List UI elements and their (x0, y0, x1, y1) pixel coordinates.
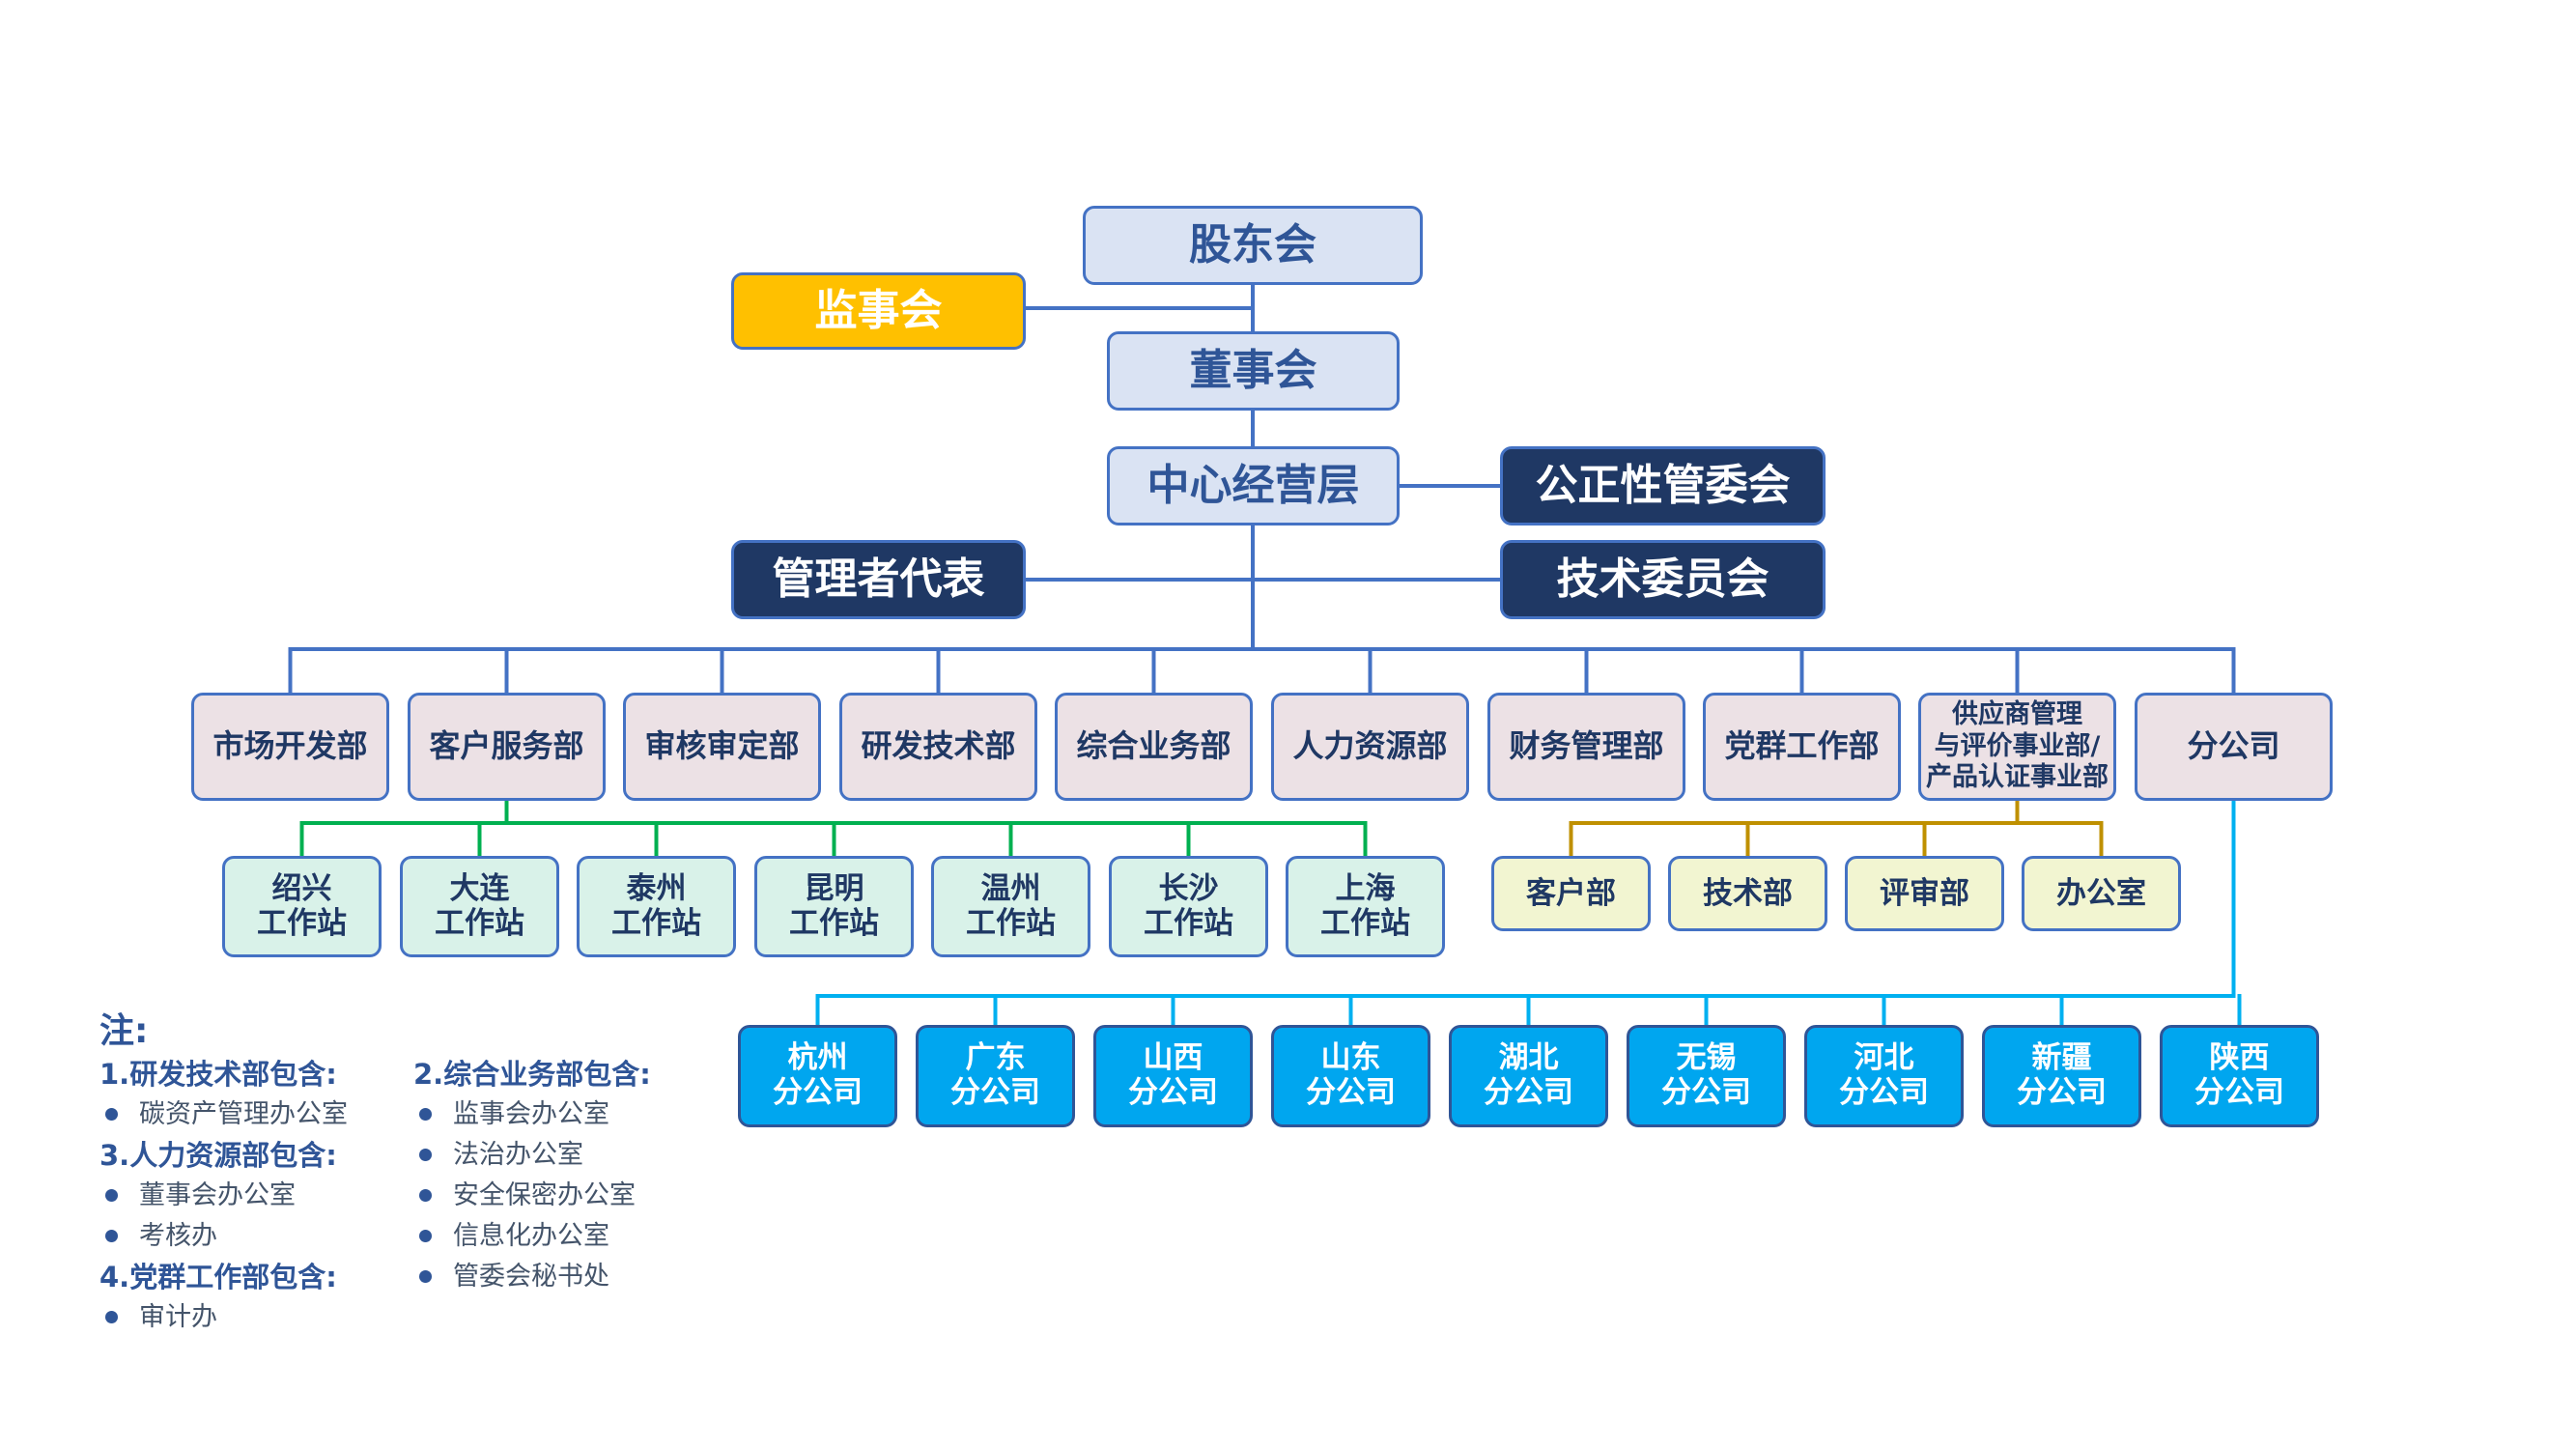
notes-title: 注: (99, 1011, 149, 1051)
bullet-icon (105, 1229, 118, 1242)
note-item: 管委会秘书处 (413, 1257, 651, 1297)
bullet-icon (105, 1107, 118, 1121)
department-box[interactable]: 客户服务部 (408, 693, 606, 801)
branch-box[interactable]: 无锡分公司 (1627, 1025, 1786, 1127)
management-representative-box[interactable]: 管理者代表 (731, 540, 1026, 619)
branch-box[interactable]: 陕西分公司 (2160, 1025, 2319, 1127)
department-box[interactable]: 审核审定部 (623, 693, 821, 801)
department-box[interactable]: 财务管理部 (1487, 693, 1685, 801)
note-heading: 2.综合业务部包含: (413, 1058, 651, 1091)
station-box[interactable]: 温州工作站 (931, 856, 1090, 957)
bullet-icon (419, 1269, 432, 1283)
branch-box[interactable]: 新疆分公司 (1982, 1025, 2141, 1127)
note-item: 信息化办公室 (413, 1216, 651, 1257)
note-heading: 1.研发技术部包含: (99, 1058, 337, 1091)
branch-box[interactable]: 河北分公司 (1804, 1025, 1964, 1127)
technical-committee-box[interactable]: 技术委员会 (1500, 540, 1826, 619)
department-box[interactable]: 分公司 (2135, 693, 2333, 801)
station-box[interactable]: 绍兴工作站 (222, 856, 382, 957)
department-box[interactable]: 市场开发部 (191, 693, 389, 801)
bullet-icon (105, 1310, 118, 1323)
supplier-unit-box[interactable]: 评审部 (1845, 856, 2004, 931)
station-box[interactable]: 泰州工作站 (577, 856, 736, 957)
department-box[interactable]: 研发技术部 (839, 693, 1037, 801)
branch-box[interactable]: 湖北分公司 (1449, 1025, 1608, 1127)
bullet-icon (419, 1188, 432, 1202)
department-box[interactable]: 综合业务部 (1055, 693, 1253, 801)
note-item: 法治办公室 (413, 1135, 651, 1176)
notes-column-left: 1.研发技术部包含: 碳资产管理办公室 3.人力资源部包含: 董事会办公室 考核… (99, 1054, 348, 1338)
board-box[interactable]: 董事会 (1107, 331, 1400, 411)
branch-box[interactable]: 山西分公司 (1093, 1025, 1253, 1127)
bullet-icon (419, 1107, 432, 1121)
notes-column-right: 2.综合业务部包含: 监事会办公室 法治办公室 安全保密办公室 信息化办公室 管… (413, 1054, 651, 1297)
department-box[interactable]: 人力资源部 (1271, 693, 1469, 801)
branch-box[interactable]: 广东分公司 (916, 1025, 1075, 1127)
note-heading: 4.党群工作部包含: (99, 1261, 337, 1293)
department-box[interactable]: 党群工作部 (1703, 693, 1901, 801)
note-item: 审计办 (99, 1297, 348, 1338)
supplier-unit-box[interactable]: 技术部 (1668, 856, 1827, 931)
department-box[interactable]: 供应商管理与评价事业部/产品认证事业部 (1918, 693, 2116, 801)
station-box[interactable]: 昆明工作站 (754, 856, 914, 957)
impartiality-committee-box[interactable]: 公正性管委会 (1500, 446, 1826, 526)
note-heading: 3.人力资源部包含: (99, 1139, 337, 1172)
note-item: 监事会办公室 (413, 1094, 651, 1135)
note-item: 安全保密办公室 (413, 1176, 651, 1216)
branch-box[interactable]: 山东分公司 (1271, 1025, 1430, 1127)
management-box[interactable]: 中心经营层 (1107, 446, 1400, 526)
shareholders-box[interactable]: 股东会 (1083, 206, 1423, 285)
bullet-icon (105, 1188, 118, 1202)
bullet-icon (419, 1148, 432, 1161)
bullet-icon (419, 1229, 432, 1242)
supplier-unit-box[interactable]: 办公室 (2022, 856, 2181, 931)
station-box[interactable]: 长沙工作站 (1109, 856, 1268, 957)
branch-box[interactable]: 杭州分公司 (738, 1025, 897, 1127)
note-item: 考核办 (99, 1216, 348, 1257)
station-box[interactable]: 大连工作站 (400, 856, 559, 957)
note-item: 董事会办公室 (99, 1176, 348, 1216)
note-item: 碳资产管理办公室 (99, 1094, 348, 1135)
supervisors-box[interactable]: 监事会 (731, 272, 1026, 350)
supplier-unit-box[interactable]: 客户部 (1491, 856, 1651, 931)
station-box[interactable]: 上海工作站 (1286, 856, 1445, 957)
